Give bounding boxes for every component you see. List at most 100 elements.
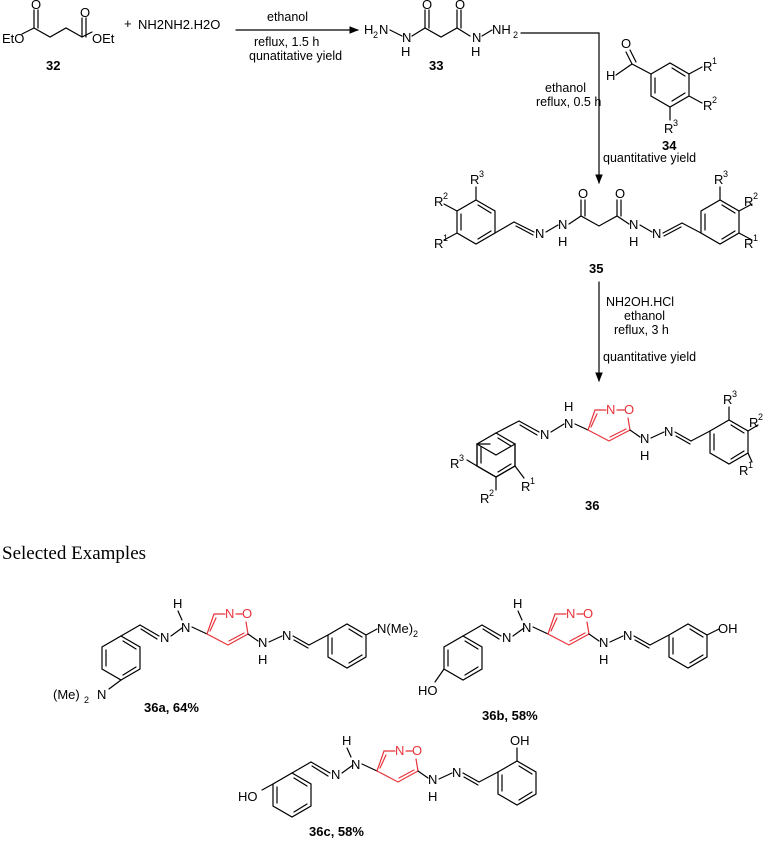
svg-text:N: N	[428, 772, 437, 787]
plus-sign: +	[124, 16, 132, 31]
svg-text:N: N	[522, 620, 531, 635]
step3-condition-solvent: ethanol	[624, 309, 665, 323]
svg-text:R: R	[744, 236, 753, 251]
step2-condition-solvent: ethanol	[545, 81, 586, 95]
svg-text:N: N	[558, 217, 567, 232]
svg-text:R: R	[714, 172, 723, 187]
example-36b-structure: HO N N H N O N H N OH 36b, 58%	[418, 596, 738, 723]
svg-text:O: O	[242, 606, 252, 621]
svg-text:N: N	[225, 606, 234, 621]
svg-text:H: H	[599, 652, 608, 667]
example-36a-structure: N (Me) 2 N N H N O N H N N(Me) 2 36a,	[53, 596, 418, 715]
svg-text:H: H	[629, 234, 638, 249]
example-36c-structure: HO N N H N O N H N OH 36c, 58%	[238, 733, 537, 839]
svg-text:R: R	[749, 415, 758, 430]
oet-label: OEt	[92, 31, 115, 46]
svg-text:N: N	[623, 628, 632, 643]
svg-text:N: N	[640, 431, 649, 446]
svg-text:R: R	[470, 172, 479, 187]
svg-text:N: N	[599, 635, 608, 650]
svg-text:2: 2	[712, 95, 717, 105]
step3-condition-reagent: NH2OH.HCl	[606, 295, 674, 309]
svg-text:R: R	[450, 456, 459, 471]
svg-text:N: N	[282, 628, 291, 643]
svg-text:O: O	[621, 36, 631, 51]
svg-text:1: 1	[712, 56, 717, 66]
svg-text:3: 3	[479, 169, 484, 179]
svg-text:(Me): (Me)	[53, 687, 80, 702]
compound-36-label: 36	[585, 498, 599, 513]
svg-text:OH: OH	[510, 733, 530, 748]
svg-text:H: H	[564, 399, 573, 414]
svg-text:H: H	[558, 234, 567, 249]
svg-text:H: H	[258, 652, 267, 667]
compound-34-label: 34	[662, 138, 677, 153]
svg-text:OH: OH	[718, 621, 738, 636]
svg-text:1: 1	[753, 233, 758, 243]
compound-35-structure: R 3 R 2 R 1 N N H O O N H N R	[434, 169, 758, 276]
svg-text:H: H	[342, 733, 351, 748]
compound-34-structure: O H R 1 R 2 R 3 34	[606, 36, 717, 153]
svg-text:R: R	[723, 392, 732, 407]
step1-condition-solvent: ethanol	[267, 10, 308, 24]
svg-text:N: N	[331, 767, 340, 782]
svg-text:O: O	[455, 0, 465, 12]
step2-condition-time: reflux, 0.5 h	[536, 95, 601, 109]
svg-text:R: R	[703, 59, 712, 74]
eto-label: EtO	[2, 31, 24, 46]
svg-text:N: N	[351, 757, 360, 772]
svg-text:2: 2	[758, 412, 763, 422]
svg-text:R: R	[434, 236, 443, 251]
svg-text:R: R	[434, 194, 443, 209]
svg-text:N: N	[258, 635, 267, 650]
svg-text:N: N	[540, 427, 549, 442]
svg-text:2: 2	[753, 191, 758, 201]
nme2-right-label: N(Me)	[377, 621, 413, 636]
svg-text:H: H	[173, 596, 182, 611]
compound-36-structure: R 3 R 2 R 1 N N H N O N H N	[450, 389, 763, 513]
svg-text:H: H	[513, 596, 522, 611]
compound-33-structure: H 2 N N H O O N H NH 2 33	[364, 0, 518, 73]
svg-text:N: N	[564, 416, 573, 431]
svg-text:N: N	[160, 630, 169, 645]
compound-32-label: 32	[46, 58, 60, 73]
svg-text:2: 2	[443, 191, 448, 201]
step3-condition-time: reflux, 3 h	[614, 323, 669, 337]
svg-text:3: 3	[459, 453, 464, 463]
h2n-label: H	[364, 22, 373, 37]
arrow-step-2	[520, 32, 603, 184]
selected-examples-heading: Selected Examples	[2, 543, 146, 564]
step3-condition-yield: quantitative yield	[603, 350, 696, 364]
svg-text:O: O	[615, 186, 625, 201]
svg-text:N: N	[181, 620, 190, 635]
example-36b-label: 36b, 58%	[482, 708, 538, 723]
step2-condition-yield: quantitative yield	[603, 151, 696, 165]
svg-text:2: 2	[373, 30, 378, 40]
example-36c-label: 36c, 58%	[309, 824, 364, 839]
svg-text:3: 3	[673, 118, 678, 128]
svg-text:N: N	[395, 743, 404, 758]
atom-o: O	[31, 0, 41, 12]
svg-text:3: 3	[732, 389, 737, 399]
compound-35-label: 35	[589, 261, 603, 276]
svg-text:H: H	[471, 44, 480, 59]
svg-text:2: 2	[489, 488, 494, 498]
svg-text:R: R	[744, 194, 753, 209]
svg-text:1: 1	[443, 233, 448, 243]
svg-text:1: 1	[530, 476, 535, 486]
svg-text:N: N	[606, 402, 615, 417]
svg-text:N: N	[652, 226, 661, 241]
svg-text:2: 2	[513, 30, 518, 40]
step1-condition-yield: qunatitative yield	[249, 49, 342, 63]
svg-text:O: O	[578, 186, 588, 201]
svg-text:R: R	[664, 121, 673, 136]
svg-text:R: R	[703, 98, 712, 113]
nh2-label: NH	[492, 22, 511, 37]
atom-o: O	[80, 5, 90, 20]
hydrazine-reagent: NH2NH2.H2O	[138, 17, 220, 32]
svg-text:N: N	[452, 765, 461, 780]
svg-text:O: O	[422, 0, 432, 12]
svg-text:H: H	[640, 448, 649, 463]
svg-text:HO: HO	[238, 789, 258, 804]
svg-text:O: O	[624, 402, 634, 417]
